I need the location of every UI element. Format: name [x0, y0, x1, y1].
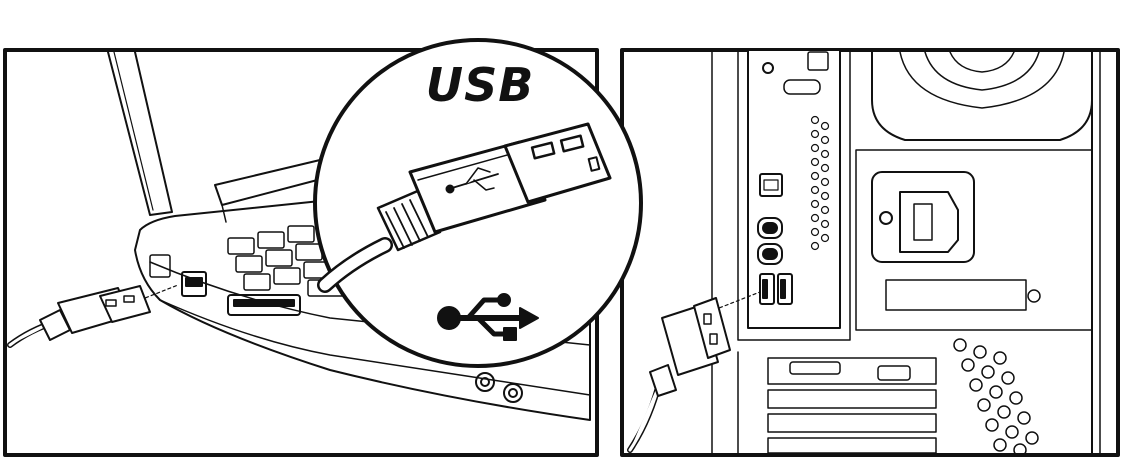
callout-usb-plug — [317, 122, 612, 293]
laptop-usb-plug — [7, 285, 151, 348]
laptop-insertion-guide — [139, 284, 179, 301]
laptop-audio-jacks — [475, 372, 523, 403]
laptop-lid — [107, 51, 173, 216]
power-socket — [871, 171, 975, 263]
usb-trident-icon — [437, 293, 539, 341]
io-vent-holes — [810, 115, 830, 251]
laptop-card-slot — [227, 294, 301, 316]
desktop-usb-plug — [627, 297, 731, 453]
laptop-side-ports — [149, 254, 301, 316]
desktop-usb-ports — [759, 273, 793, 305]
case-vent-holes — [953, 338, 1039, 457]
usb-callout — [313, 38, 643, 368]
firewire-ports — [757, 217, 783, 265]
rear-io-panel — [747, 49, 841, 329]
laptop-usb-port — [181, 271, 207, 297]
expansion-slots — [737, 351, 937, 456]
usb-title: USB — [425, 58, 535, 112]
ethernet-port — [759, 173, 783, 197]
fan-grille — [871, 51, 1093, 141]
desktop-insertion-guide — [713, 291, 761, 311]
desktop-panel — [620, 48, 1120, 457]
